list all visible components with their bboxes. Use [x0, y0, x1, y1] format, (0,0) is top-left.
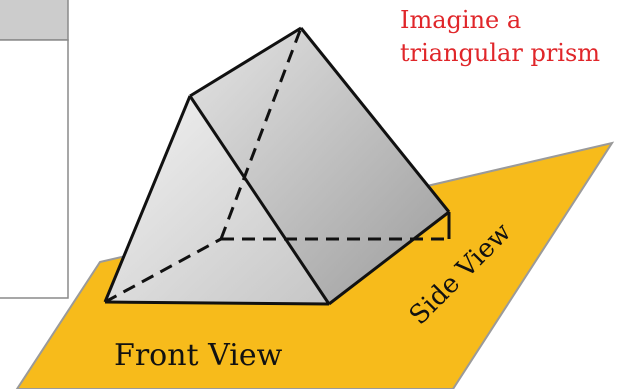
- prism-visible-edges: [103, 26, 451, 306]
- edge-right-bottom: [328, 210, 450, 306]
- front-view-label: Front View: [114, 338, 283, 373]
- triangular-prism: [103, 26, 451, 306]
- caption: Imagine a triangular prism: [400, 4, 628, 70]
- left-panel-body: [0, 39, 69, 299]
- hidden-edge-back-left: [219, 27, 303, 240]
- edge-top-ridge: [189, 26, 302, 98]
- edge-front-bottom: [104, 300, 330, 306]
- hidden-edge-bottom-depth: [104, 237, 222, 304]
- prism-hidden-edges: [104, 27, 449, 304]
- left-panel-header: [0, 0, 69, 41]
- prism-front-face: [105, 96, 329, 304]
- edge-front-left: [103, 95, 192, 303]
- caption-line-1: Imagine a: [400, 6, 522, 34]
- prism-side-face: [190, 28, 449, 304]
- edge-front-right: [188, 95, 331, 305]
- left-panel: [0, 0, 69, 299]
- caption-line-2: triangular prism: [400, 39, 601, 67]
- edge-back-right: [299, 27, 451, 213]
